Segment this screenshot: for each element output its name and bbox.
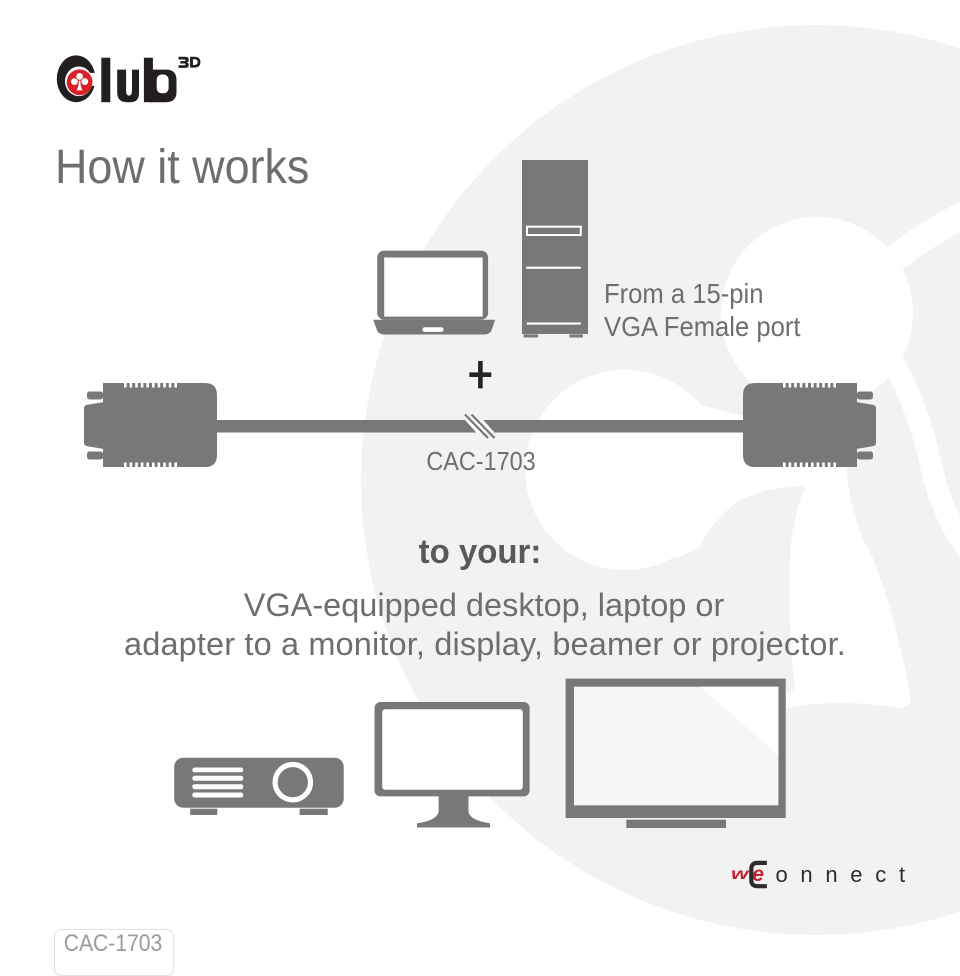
svg-text:e: e — [752, 863, 764, 886]
svg-text:w: w — [731, 865, 751, 883]
